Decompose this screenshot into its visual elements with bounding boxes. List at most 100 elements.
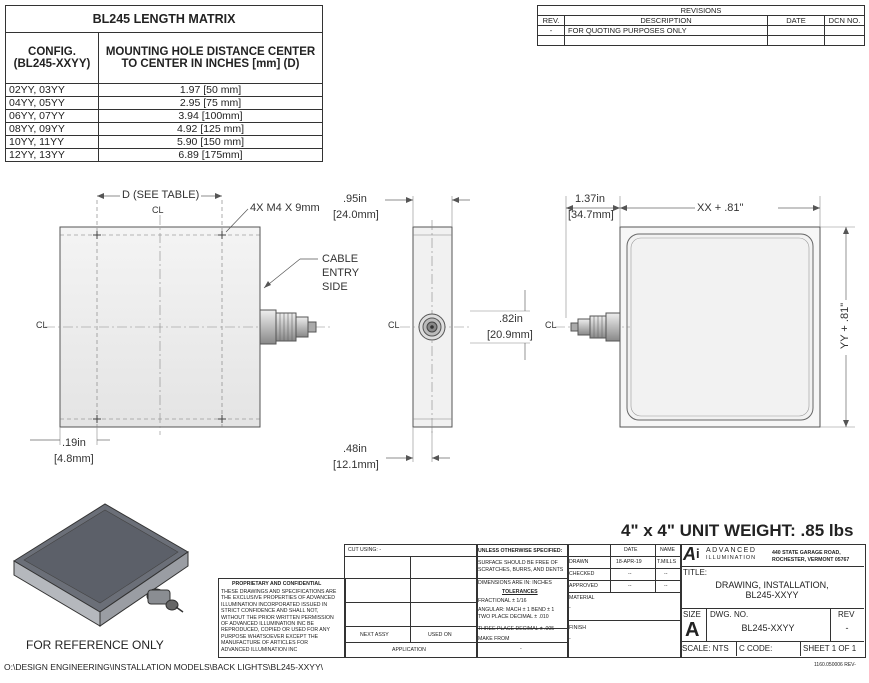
centerline-symbol: CL xyxy=(545,320,557,330)
material-label: MATERIAL xyxy=(569,595,595,601)
approved-name: -- xyxy=(664,583,668,589)
mounting-holes-label: 4X M4 X 9mm xyxy=(250,202,320,214)
drawn-label: DRAWN xyxy=(569,559,589,565)
application-label: APPLICATION xyxy=(392,647,426,653)
company-logo: A i xyxy=(683,544,703,564)
unless-specified: UNLESS OTHERWISE SPECIFIED: xyxy=(478,548,563,554)
matrix-col-distance: MOUNTING HOLE DISTANCE CENTER TO CENTER … xyxy=(98,32,323,84)
tolerance-angular: ANGULAR: MACH ± 1 BEND ± 1 xyxy=(478,607,555,613)
d-see-table-label: D (SEE TABLE) xyxy=(120,189,202,201)
config-cell: 04YY, 05YY xyxy=(5,96,99,110)
centerline-symbol: CL xyxy=(152,205,164,215)
checked-date: -- xyxy=(628,571,632,577)
dim-19-inch: .19in xyxy=(62,437,86,449)
dim-95-mm: [24.0mm] xyxy=(333,209,379,221)
table-row xyxy=(537,35,865,46)
finish-label: FINISH xyxy=(569,625,587,631)
unit-weight: 4" x 4" UNIT WEIGHT: .85 lbs xyxy=(621,521,854,540)
rev-label: REV xyxy=(838,610,855,619)
company-name-1: ADVANCED xyxy=(706,547,757,554)
checked-name: -- xyxy=(664,571,668,577)
logo-letter-i: i xyxy=(696,546,700,561)
address-line-1: 440 STATE GARAGE ROAD, xyxy=(772,550,841,556)
next-assy-label: NEXT ASSY xyxy=(360,632,389,638)
iso-connector-icon xyxy=(146,588,184,613)
drawing-title-2: BL245-XXYY xyxy=(745,590,799,600)
approved-date: -- xyxy=(628,583,632,589)
make-from-value: - xyxy=(520,646,522,652)
drawing-title-1: DRAWING, INSTALLATION, xyxy=(715,580,829,590)
rear-connector-icon xyxy=(570,312,621,342)
dim-yy: YY + .81" xyxy=(839,302,851,350)
reference-note: FOR REFERENCE ONLY xyxy=(26,638,164,652)
tolerance-three-place: THREE PLACE DECIMAL ± .005 xyxy=(478,626,555,632)
checked-label: CHECKED xyxy=(569,571,595,577)
finish-value: - xyxy=(569,636,571,642)
tolerance-two-place: TWO PLACE DECIMAL ± .010 xyxy=(478,614,549,620)
approved-label: APPROVED xyxy=(569,583,598,589)
config-cell: 08YY, 09YY xyxy=(5,122,99,136)
centerline-symbol: CL xyxy=(36,320,48,330)
sheet-label: SHEET 1 OF 1 xyxy=(803,644,857,653)
connector-end-icon xyxy=(418,313,446,341)
front-view xyxy=(30,193,330,445)
tolerances-title: TOLERANCES xyxy=(502,589,538,595)
cut-using-label: CUT USING: - xyxy=(348,547,382,553)
dwg-no-label: DWG. NO. xyxy=(710,610,749,619)
document-number: 1160.050006 REV- xyxy=(814,662,856,668)
matrix-title: BL245 LENGTH MATRIX xyxy=(5,5,323,33)
rev-value: - xyxy=(845,623,849,633)
surface-note-1: SURFACE SHOULD BE FREE OF xyxy=(478,560,558,566)
length-matrix-table: BL245 LENGTH MATRIX CONFIG. (BL245-XXYY)… xyxy=(5,5,323,162)
size-value: A xyxy=(685,619,700,641)
make-from-label: MAKE FROM xyxy=(478,636,510,642)
drawn-date: 18-APR-19 xyxy=(616,559,642,565)
dim-82-mm: [20.9mm] xyxy=(487,329,533,341)
used-on-label: USED ON xyxy=(428,632,452,638)
cable-entry-label-3: SIDE xyxy=(322,281,348,293)
size-label: SIZE xyxy=(683,610,701,619)
centerline-symbol: CL xyxy=(388,320,400,330)
title-label: TITLE: xyxy=(683,568,708,577)
dim-137-mm: [34.7mm] xyxy=(568,209,614,221)
distance-cell: 2.95 [75 mm] xyxy=(98,96,323,110)
dim-82-inch: .82in xyxy=(499,313,523,325)
dim-19-mm: [4.8mm] xyxy=(54,453,94,465)
c-code-label: C CODE: xyxy=(739,644,773,653)
rear-view xyxy=(555,196,855,428)
dim-xx: XX + .81" xyxy=(697,202,744,214)
dim-95-inch: .95in xyxy=(343,193,367,205)
name-header: NAME xyxy=(660,547,675,553)
scale-label: SCALE: NTS xyxy=(682,644,729,653)
dim-48-mm: [12.1mm] xyxy=(333,459,379,471)
company-name-2: ILLUMINATION xyxy=(706,555,757,561)
date-header: DATE xyxy=(624,547,638,553)
material-value: - xyxy=(569,605,571,611)
surface-note-2: SCRATCHES, BURRS, AND DENTS xyxy=(478,567,564,573)
dim-137-inch: 1.37in xyxy=(575,193,605,205)
dimensions-units: DIMENSIONS ARE IN: INCHES xyxy=(478,580,552,586)
matrix-col-config: CONFIG. (BL245-XXYY) xyxy=(5,32,99,84)
proprietary-text: THESE DRAWINGS AND SPECIFICATIONS ARE TH… xyxy=(221,589,337,653)
config-cell: 12YY, 13YY xyxy=(5,148,99,162)
distance-cell: 6.89 [175mm] xyxy=(98,148,323,162)
file-path: O:\DESIGN ENGINEERING\INSTALLATION MODEL… xyxy=(4,662,323,672)
dwg-no-value: BL245-XXYY xyxy=(741,623,795,633)
cable-entry-label-1: CABLE xyxy=(322,253,359,265)
logo-letter-a: A xyxy=(683,544,696,564)
side-view xyxy=(385,196,530,462)
revisions-table: REVISIONS REV. DESCRIPTION DATE DCN NO. … xyxy=(537,5,865,46)
drawn-name: T.MILLS xyxy=(657,559,677,565)
tolerance-fractional: FRACTIONAL ± 1/16 xyxy=(478,598,527,604)
proprietary-title: PROPRIETARY AND CONFIDENTIAL xyxy=(232,581,322,587)
cable-entry-label-2: ENTRY xyxy=(322,267,360,279)
address-line-2: ROCHESTER, VERMONT 05767 xyxy=(772,557,850,563)
dim-48-inch: .48in xyxy=(343,443,367,455)
cable-connector-icon xyxy=(259,309,317,345)
isometric-view xyxy=(13,503,189,627)
